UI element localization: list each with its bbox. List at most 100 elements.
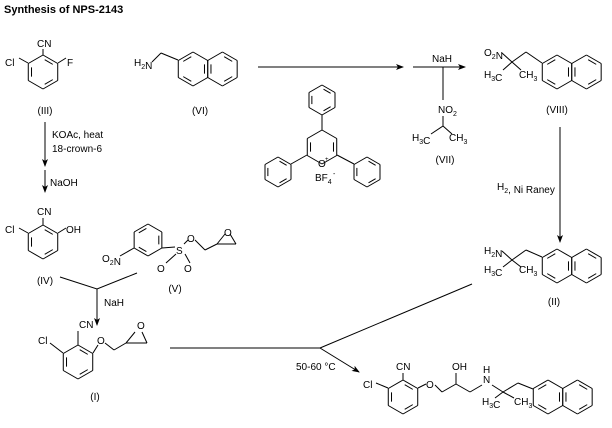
bond [229,233,237,245]
ring-bond [542,248,558,258]
double-bond [279,178,287,184]
ring-V [133,223,163,257]
ring-bond [366,179,381,188]
ring-bond [133,247,149,257]
atom-h3c: H3C [482,397,500,411]
naphthalene-II-ring-b [571,248,602,284]
double-bond [537,384,547,390]
atom-ch3: CH3 [519,70,537,83]
double-bond [44,59,54,65]
bond [502,259,513,268]
ring-bond [547,405,563,415]
ring-bond [586,54,602,64]
ring-bond [556,248,572,258]
bond [57,227,67,234]
double-bond [182,56,192,62]
atom-o: O [97,336,105,347]
ring-bond [321,107,336,116]
ring-bond [308,107,323,116]
ring-bond [562,405,578,415]
double-bond [404,404,414,410]
naphthalene-product-ring-b [562,379,593,415]
bond [502,391,515,399]
atom-cn: CN [79,320,93,331]
double-bond [546,79,556,85]
ring-bond [222,51,238,61]
double-bond [79,369,89,375]
ring-bond [307,155,323,165]
ring-bond [556,54,572,64]
double-bond [279,160,287,166]
ring-bond [321,129,337,139]
atom-cn: CN [37,39,51,50]
atom-o-plus: O [318,159,326,170]
bond [501,250,513,261]
atom-h3c: H3C [484,70,502,84]
compound-label-II: (II) [548,297,560,308]
ring-bond [28,250,44,260]
ring-bond [28,80,44,90]
ring-bond [388,379,404,389]
charge-plus: + [325,157,329,163]
atom-f: F [67,58,73,69]
ring-bond [402,379,418,389]
ring-bond [63,344,79,354]
ring-bond [307,129,323,139]
ring-bond [321,84,336,93]
ring-bond [321,155,337,165]
atom-o: O [157,264,165,275]
bond [161,246,176,249]
double-bond [537,404,547,410]
bond [417,383,427,389]
double-bond [587,59,597,65]
atom-h: H [483,365,490,376]
bond [165,253,177,264]
ring-bond [207,51,223,61]
ring-bond [556,274,572,284]
naphthalene-VI-ring-b [207,51,238,87]
phenyl-top [308,84,336,116]
bond [183,239,189,245]
ring-bond [147,223,163,233]
bond [434,384,443,393]
bond [151,52,162,63]
ring-bond [77,370,93,380]
compound-label-III: (III) [38,106,53,117]
bond [375,382,389,389]
ring-bond [556,80,572,90]
naphthalene-II-ring-a [541,248,573,284]
bond [511,259,522,268]
double-bond [182,76,192,82]
bond [113,342,127,351]
ring-bond [42,54,58,64]
ring-bond [562,379,578,389]
ring-I [62,344,94,380]
atom-o: O [426,380,434,391]
double-bond [587,273,597,279]
atom-ch3: CH3 [519,265,537,278]
atom-h3c: H3C [412,133,430,147]
double-bond [79,349,89,355]
atom-o2n: O2N [484,48,503,62]
pyrylium-ring [306,129,338,165]
bond [511,51,527,63]
ring-bond [547,379,563,389]
ring-bond [542,274,558,284]
atom-cn: CN [396,362,410,373]
compound-label-VIII: (VIII) [546,105,568,116]
reagent-koac: KOAc, heat [52,130,103,141]
ring-bond [133,223,149,233]
atom-cn: CN [37,207,51,218]
ring-bond [192,51,208,61]
bond [455,383,471,393]
ring-bond [586,80,602,90]
ring-bond [42,250,58,260]
double-bond [546,273,556,279]
ring-bond [577,379,593,389]
ring-bond [277,179,292,188]
atom-cl: Cl [5,225,14,236]
double-bond [223,56,233,62]
double-bond [587,253,597,259]
bond [49,342,64,354]
bond [517,382,534,390]
